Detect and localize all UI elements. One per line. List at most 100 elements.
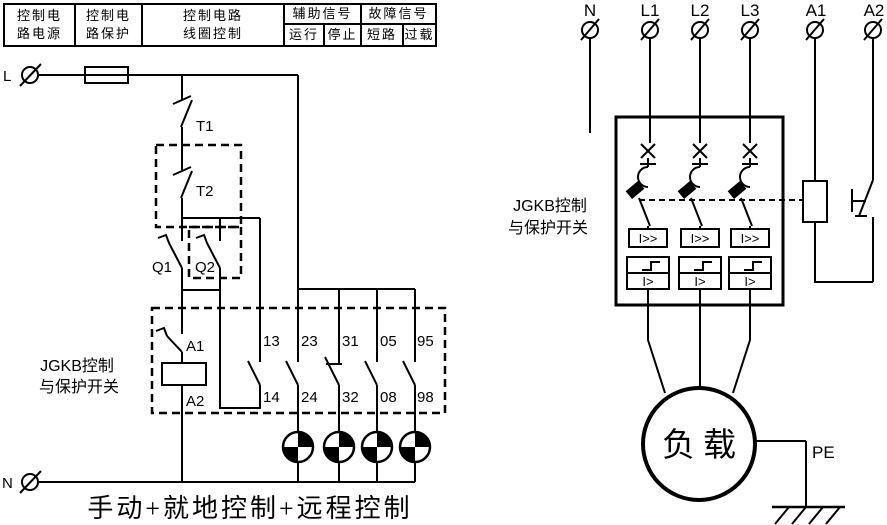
terminal-l2-label: L2 — [691, 1, 710, 20]
contact-t2: T2 — [172, 166, 214, 241]
lamp-fill-icon — [324, 432, 354, 462]
terminal-circle-icon — [21, 66, 39, 84]
aux-contact-13-14: 13 14 — [247, 218, 280, 406]
terminal-slash-icon — [19, 470, 42, 494]
right-power-circuit: N L1 L2 L3 — [508, 1, 885, 525]
breaker-lever-icon — [727, 181, 747, 199]
instantaneous-release-label: I>> — [691, 231, 710, 246]
terminal-a2-right: A2 — [863, 1, 885, 180]
device-label-left-line1: JGKB控制 — [40, 357, 114, 375]
terminal-slash-icon — [690, 18, 710, 41]
contact-95-label: 95 — [417, 333, 434, 350]
aux-contact-31-32: 31 32 — [324, 333, 359, 432]
legend-fault-overload: 过载 — [402, 25, 435, 45]
manual-actuator-contact — [155, 326, 183, 363]
legend-fault-header: 故障信号 — [362, 5, 435, 25]
lamp-fill-icon — [283, 432, 313, 462]
terminal-slash-icon — [740, 18, 760, 41]
overload-release-label: I> — [694, 274, 705, 289]
terminal-a2-label: A2 — [864, 1, 885, 20]
terminal-n-right: N — [580, 1, 600, 133]
breaker-contact-symbol — [739, 143, 758, 229]
legend-cell-power: 控制电 路电源 — [5, 5, 74, 45]
pe-ground: PE — [756, 440, 845, 525]
legend-coil-line2: 线圈控制 — [182, 26, 243, 41]
lamp-fill-icon — [400, 432, 430, 462]
signal-bus-wires — [297, 75, 416, 364]
legend-aux-stop: 停止 — [323, 25, 360, 45]
fuse-icon — [84, 66, 129, 84]
thermal-hook-icon — [744, 261, 762, 271]
terminal-l1-label: L1 — [641, 1, 660, 20]
legend-cell-fault-signal: 故障信号 短路 过载 — [360, 5, 435, 45]
legend-cell-protection: 控制电 路保护 — [74, 5, 141, 45]
contact-13-14-symbol — [247, 218, 261, 386]
contact-t2-symbol — [172, 166, 193, 241]
contact-23-24-symbol — [285, 360, 299, 432]
local-control-dashed-box — [187, 225, 243, 280]
contact-32-label: 32 — [342, 389, 359, 406]
instantaneous-release-box — [680, 228, 720, 248]
breaker-lever-icon — [625, 181, 645, 199]
contact-t2-label: T2 — [196, 183, 214, 200]
contact-31-32-symbol — [324, 356, 342, 432]
aux-contact-95-98: 95 98 — [402, 333, 434, 432]
contact-08-label: 08 — [380, 389, 397, 406]
terminal-n-label: N — [2, 475, 13, 492]
terminal-l-label: L — [3, 68, 11, 85]
breaker-contact-symbol — [637, 143, 656, 229]
device-label-right-line2: 与保护开关 — [508, 219, 588, 237]
manual-trip-symbol — [851, 179, 874, 282]
pe-wire — [756, 440, 807, 507]
motor-feed-wires — [647, 305, 751, 394]
legend-power-line2: 路电源 — [16, 26, 62, 41]
thermal-hook-icon — [642, 261, 660, 271]
legend-aux-run: 运行 — [288, 27, 319, 42]
trip-coil-right — [802, 180, 873, 283]
coil-a1-label: A1 — [186, 338, 204, 355]
aux-contact-23-24: 23 24 — [285, 333, 318, 432]
breaker-pole-1: I>> I> — [625, 143, 670, 305]
lamp-overload-4 — [398, 430, 432, 482]
left-control-circuit: L T1 T2 Q1 — [2, 63, 447, 523]
instantaneous-release-label: I>> — [639, 231, 658, 246]
contact-t1-symbol — [172, 75, 193, 170]
coil-return-wire — [814, 222, 873, 283]
terminal-l3: L3 — [740, 1, 760, 143]
contact-31-label: 31 — [342, 333, 359, 350]
contact-24-label: 24 — [301, 389, 318, 406]
caption-text: 手动+就地控制+远程控制 — [87, 494, 412, 523]
overload-release-label: I> — [642, 274, 653, 289]
terminal-l1: L1 — [640, 1, 660, 143]
legend-cell-coil-control: 控制电路 线圈控制 — [141, 5, 283, 45]
pushbutton-q1-symbol — [157, 233, 183, 290]
device-label-left-line2: 与保护开关 — [39, 378, 119, 396]
breaker-lever-icon — [677, 181, 697, 199]
legend-protection-line2: 路保护 — [85, 26, 131, 41]
lamp-stop-2 — [322, 430, 356, 482]
terminal-slash-icon — [19, 63, 42, 87]
pushbutton-q2: Q2 — [195, 233, 221, 290]
instantaneous-release-box — [628, 228, 668, 248]
legend-table: 控制电 路电源 控制电 路保护 控制电路 线圈控制 辅助信号 运行 停止 故障信… — [3, 3, 437, 47]
coil-icon — [802, 180, 828, 223]
lamp-fill-icon — [362, 432, 392, 462]
legend-aux-header: 辅助信号 — [285, 5, 360, 25]
terminal-slash-icon — [805, 18, 825, 41]
load-motor: 负载 — [641, 386, 757, 502]
thermal-hook-icon — [694, 261, 712, 271]
terminal-slash-icon — [863, 18, 883, 41]
manual-trip-contact — [851, 179, 874, 282]
lamp-short-circuit-3 — [360, 430, 394, 482]
coil-a2-label: A2 — [186, 393, 204, 410]
manual-actuator-symbol — [155, 326, 183, 363]
contact-05-label: 05 — [380, 333, 397, 350]
contact-95-98-symbol — [402, 360, 416, 432]
terminal-circle-icon — [21, 473, 39, 491]
terminal-a1-label: A1 — [806, 1, 827, 20]
motor-circle-icon — [641, 386, 757, 502]
aux-contact-05-08: 05 08 — [364, 333, 397, 432]
neutral-terminal-n: N — [2, 470, 42, 494]
legend-cell-aux-signal: 辅助信号 运行 停止 — [283, 5, 360, 45]
contact-05-08-symbol — [364, 360, 378, 432]
